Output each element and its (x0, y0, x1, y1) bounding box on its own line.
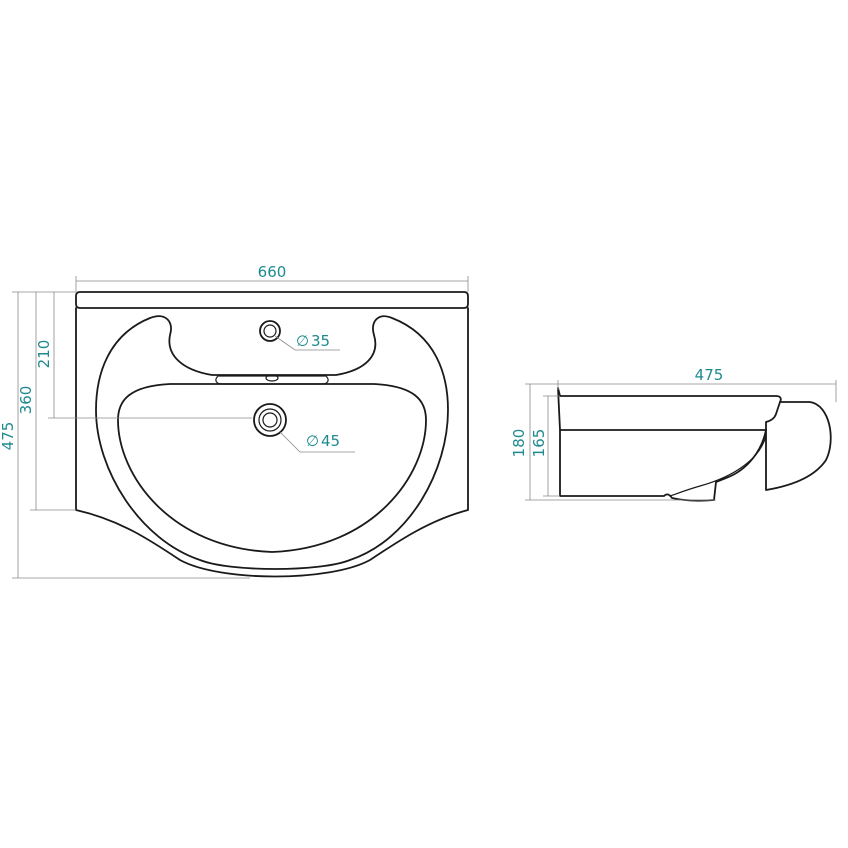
drain-hole (253, 403, 287, 437)
drain-leader (279, 431, 355, 453)
label-drain: ∅ 45 (306, 432, 340, 450)
label-side-bowl-height: 165 (530, 429, 548, 458)
dimension-side-bowl-height (543, 395, 560, 497)
side-view-bowl-front (765, 401, 832, 491)
dimension-overall-depth (12, 291, 250, 579)
top-view-bowl-rim (95, 315, 449, 570)
top-view-inner-basin (117, 383, 427, 553)
label-drain-depth: 210 (35, 340, 53, 369)
dimension-drain-depth (48, 292, 252, 419)
top-view: 660 475 360 210 ∅ 35 ∅ 45 (0, 263, 469, 579)
diameter-symbol-drain: ∅ (306, 432, 319, 450)
dimension-side-height (525, 383, 716, 501)
top-view-ledge (215, 375, 329, 385)
dimension-side-depth (557, 380, 837, 402)
diameter-symbol-tap: ∅ (296, 332, 309, 350)
label-side-depth: 475 (695, 366, 724, 384)
tap-hole-diameter: 35 (311, 332, 330, 350)
label-side-height: 180 (510, 429, 528, 458)
label-overall-depth: 475 (0, 422, 17, 451)
side-view-inner-curve (669, 435, 767, 497)
drain-diameter: 45 (321, 432, 340, 450)
side-view-body (557, 387, 782, 431)
label-bowl-depth: 360 (17, 386, 35, 415)
overflow-slot (265, 374, 279, 382)
label-tap-hole: ∅ 35 (296, 332, 330, 350)
top-view-outer-body (75, 307, 469, 578)
tap-hole-leader (274, 335, 340, 351)
dimension-overall-width (75, 276, 469, 292)
top-view-back-rim (75, 291, 469, 309)
label-overall-width: 660 (258, 263, 287, 281)
dimension-bowl-depth (30, 292, 76, 511)
side-view-lower-body (559, 429, 767, 502)
side-view: 475 180 165 (510, 366, 837, 502)
tap-hole (259, 320, 281, 342)
